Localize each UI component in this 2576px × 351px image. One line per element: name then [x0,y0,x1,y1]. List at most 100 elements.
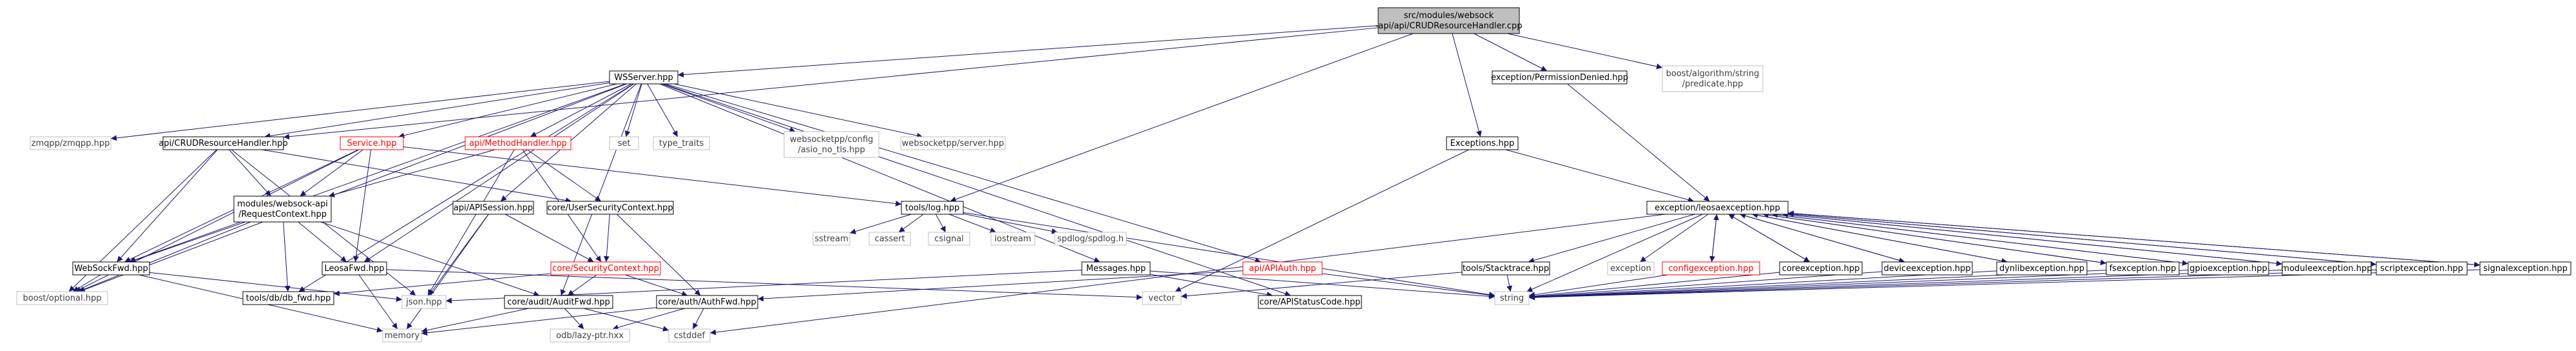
node-box-service [340,136,404,150]
node-toolslog[interactable]: tools/log.hpp [901,201,964,215]
node-box-spdlog [1054,232,1127,246]
node-box-gpioexc [2187,261,2269,276]
edge-wsserver-to-typetraits [647,83,678,137]
node-service[interactable]: Service.hpp [340,136,404,150]
node-stacktrace[interactable]: tools/Stacktrace.hpp [1461,261,1550,276]
edge-crudh-to-reqctx [229,149,271,197]
node-label-gpioexc: gpioexception.hpp [2189,264,2267,274]
edge-leosafwd-to-vector [386,269,1143,301]
edge-stacktrace-to-string [1506,274,1513,292]
edge-toolslog-to-csignal [935,214,947,233]
edge-permdenied-to-leosaexc [1567,83,1710,202]
node-label-methodh: api/MethodHandler.hpp [469,139,567,148]
edge-root-to-crudh [283,27,1379,140]
node-box-dbfwd [242,291,334,305]
node-box-reqctx [233,196,332,223]
edge-authfwd-to-odb [612,308,685,330]
node-box-leosafwd [322,261,387,276]
node-scriptexc[interactable]: scriptexception.hpp [2376,261,2468,276]
node-root[interactable]: src/modules/websock-api/api/CRUDResource… [1375,7,1523,34]
edge-wsfwd-to-boostopt [72,274,101,292]
node-label-leosaexc: exception/leosaexception.hpp [1655,203,1780,213]
node-zmqpp: zmqpp/zmqpp.hpp [30,136,111,150]
node-authfwd[interactable]: core/auth/AuthFwd.hpp [656,295,758,309]
node-box-methodh [465,136,572,150]
node-box-signalexc [2479,261,2571,276]
edge-reqctx-to-leosafwd [298,221,347,263]
node-deviceexc[interactable]: deviceexception.hpp [1881,261,1973,276]
node-dbfwd[interactable]: tools/db/db_fwd.hpp [242,291,334,305]
node-label-crudh: api/CRUDResourceHandler.hpp [159,139,287,148]
edge-root-to-toolslog [950,33,1414,203]
edge-leosaexc-to-cstddef [709,214,1666,336]
node-box-dynlibexc [1996,261,2088,276]
edge-wsserver-to-set [624,83,642,137]
node-label-sstream: sstream [814,234,848,244]
node-label-csignal: csignal [934,234,964,244]
node-label-scriptexc: scriptexception.hpp [2380,264,2463,274]
node-secctx[interactable]: core/SecurityContext.hpp [550,261,661,276]
edge-methodh-to-jsonhpp [427,149,515,296]
node-label-exception: exception [1610,264,1651,274]
node-gpioexc[interactable]: gpioexception.hpp [2187,261,2269,276]
node-typetraits: type_traits [653,136,710,150]
node-label-vector: vector [1148,294,1175,303]
node-leosafwd[interactable]: LeosaFwd.hpp [322,261,387,276]
node-label-wsppserver: websocketpp/server.hpp [902,139,1004,148]
node-apisession[interactable]: api/APISession.hpp [452,201,534,215]
node-exception: exception [1607,261,1655,276]
node-box-wsserver [609,70,678,85]
node-label-wsfwd: WebSockFwd.hpp [74,264,148,274]
node-moduleexc[interactable]: moduleexception.hpp [2281,261,2372,276]
edge-configexc-to-string [1528,274,1668,298]
edge-secctx-to-dbfwd [333,273,552,297]
node-auditfwd[interactable]: core/audit/AuditFwd.hpp [504,295,613,309]
node-configexc[interactable]: configexception.hpp [1662,261,1760,276]
node-csignal: csignal [928,232,970,246]
node-messages[interactable]: Messages.hpp [1081,261,1151,276]
node-wsfwd[interactable]: WebSockFwd.hpp [72,261,150,276]
node-box-vector [1142,291,1182,305]
node-label-stacktrace: tools/Stacktrace.hpp [1463,264,1549,274]
edge-wsserver-to-zmqpp [110,81,610,141]
node-box-boostalgo [1662,65,1764,92]
node-permdenied[interactable]: exception/PermissionDenied.hpp [1491,70,1628,85]
node-label-boostopt: boost/optional.hpp [23,294,102,303]
node-apistatus[interactable]: core/APIStatusCode.hpp [1258,295,1362,309]
node-label-reqctx: /RequestContext.hpp [238,210,327,219]
node-leosaexc[interactable]: exception/leosaexception.hpp [1646,201,1789,215]
edge-wsserver-to-dbfwd [298,83,634,292]
node-fsexc[interactable]: fsexception.hpp [2106,261,2180,276]
node-label-toolslog: tools/log.hpp [905,203,959,213]
node-label-leosafwd: LeosaFwd.hpp [325,264,385,274]
node-signalexc[interactable]: signalexception.hpp [2479,261,2571,276]
edge-exceptions-to-vector [1175,149,1469,292]
node-apiauth[interactable]: api/APIAuth.hpp [1242,261,1323,276]
node-label-jsonhpp: json.hpp [405,297,441,307]
node-box-leosaexc [1646,201,1789,215]
edge-usersec-to-secctx [603,214,610,263]
node-boostalgo: boost/algorithm/string/predicate.hpp [1662,65,1764,92]
node-dynlibexc[interactable]: dynlibexception.hpp [1996,261,2088,276]
edge-leosaexc-to-stacktrace [1528,214,1695,263]
node-usersec[interactable]: core/UserSecurityContext.hpp [546,201,674,215]
edge-wsfwd-to-jsonhpp [149,272,403,302]
edge-root-to-permdenied [1474,33,1548,72]
node-box-wsfwd [72,261,150,276]
edge-toolslog-to-sstream [849,214,912,234]
node-box-toolslog [901,201,964,215]
edge-gpioexc-to-leosaexc [1771,212,2189,265]
node-crudh[interactable]: api/CRUDResourceHandler.hpp [159,136,288,150]
node-exceptions[interactable]: Exceptions.hpp [1446,136,1519,150]
edge-apiauth-to-string [1322,273,1495,298]
node-methodh[interactable]: api/MethodHandler.hpp [465,136,572,150]
edge-leosaexc-to-string [1526,214,1703,292]
node-coreexc[interactable]: coreexception.hpp [1779,261,1863,276]
node-reqctx[interactable]: modules/websock-api/RequestContext.hpp [233,196,332,223]
node-box-set [609,136,639,150]
node-box-apiauth [1242,261,1323,276]
edge-wsserver-to-crudh [264,82,610,139]
edge-toolslog-to-cassert [898,214,924,233]
node-wsserver[interactable]: WSServer.hpp [609,70,678,85]
